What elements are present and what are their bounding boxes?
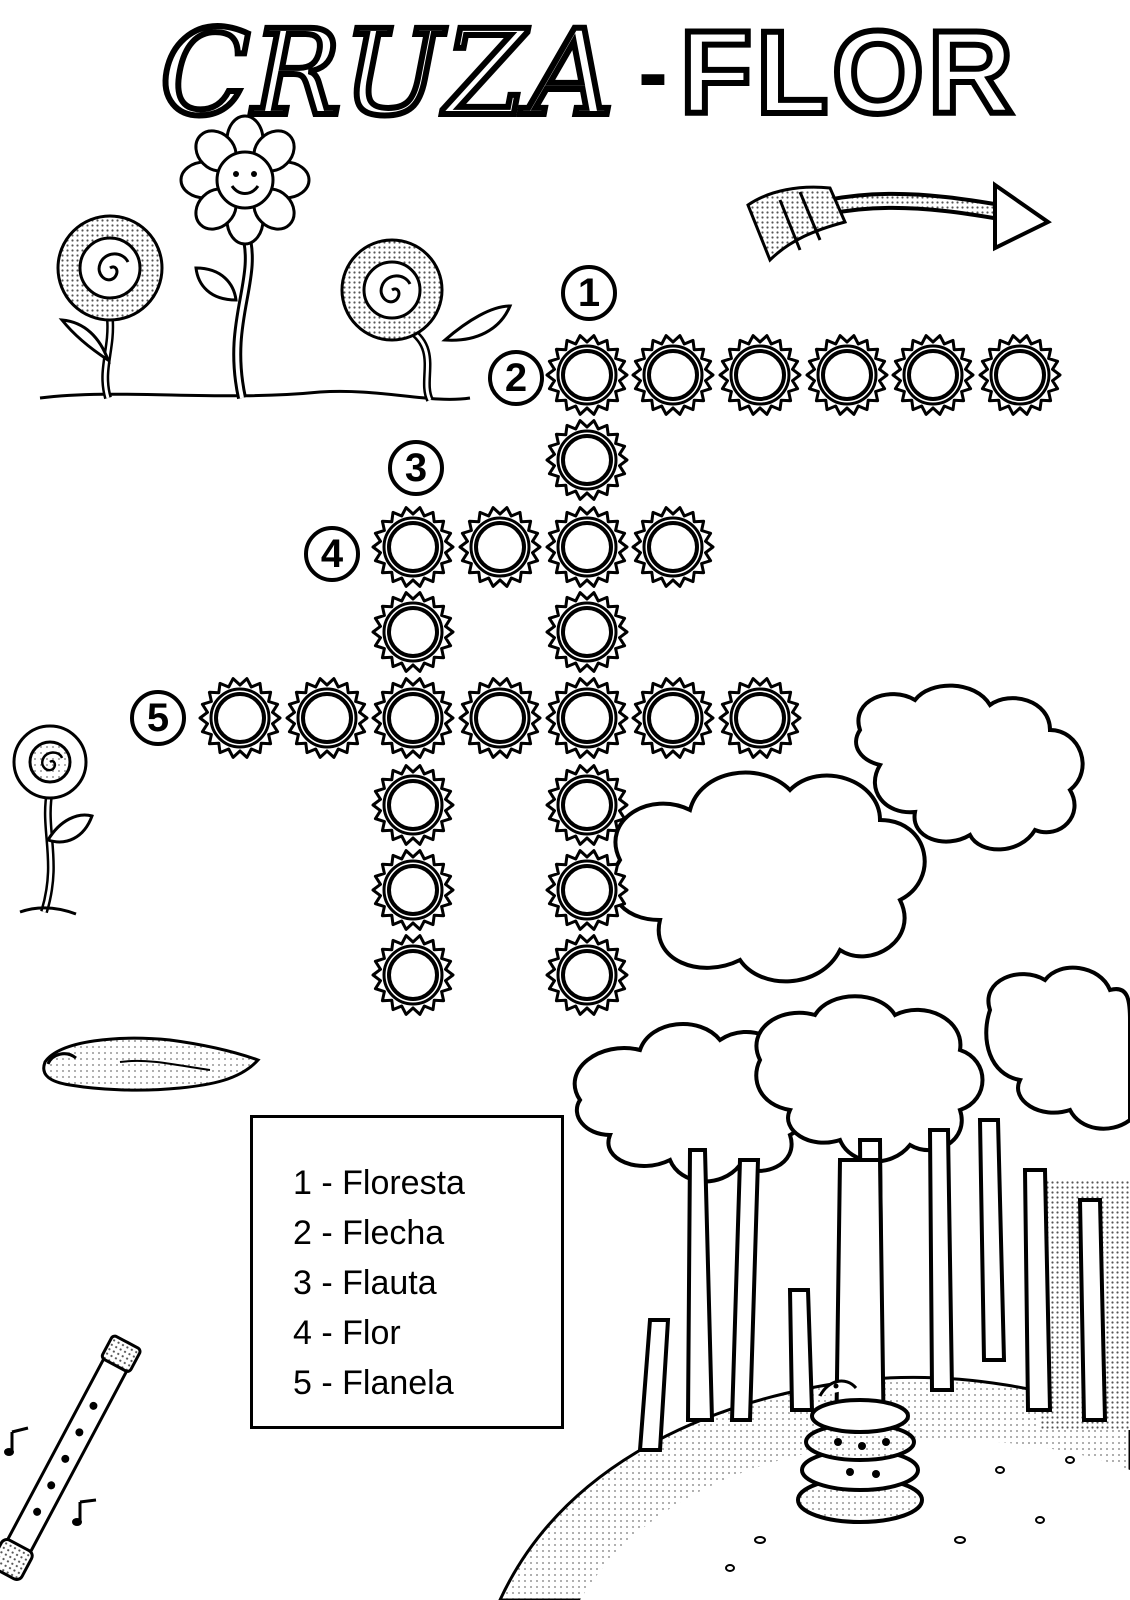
crossword-cell[interactable] xyxy=(545,506,629,588)
forest-icon xyxy=(498,683,1130,1600)
crossword-cell[interactable] xyxy=(198,677,282,759)
smiling-flower-icon xyxy=(179,114,311,400)
crossword-cell[interactable] xyxy=(458,506,542,588)
spiral-flower-icon xyxy=(56,214,164,400)
crossword-cell[interactable] xyxy=(545,764,629,846)
crossword-cell[interactable] xyxy=(545,334,629,416)
answer-item: 5 - Flanela xyxy=(293,1364,454,1402)
crossword-cell[interactable] xyxy=(631,334,715,416)
clue-number-3: 3 xyxy=(388,440,444,496)
clue-number-4: 4 xyxy=(304,526,360,582)
crossword-grid xyxy=(198,334,1062,1016)
snake-icon xyxy=(796,1379,924,1524)
crossword-cell[interactable] xyxy=(545,849,629,931)
crossword-cell[interactable] xyxy=(371,849,455,931)
title-dash: - xyxy=(638,23,668,123)
crossword-cell[interactable] xyxy=(631,677,715,759)
crossword-cell[interactable] xyxy=(718,677,802,759)
answer-item: 1 - Floresta xyxy=(293,1164,465,1202)
clue-number-2: 2 xyxy=(488,350,544,406)
page-title: CRUZA - FLOR xyxy=(157,4,1016,142)
crossword-cell[interactable] xyxy=(891,334,975,416)
crossword-cell[interactable] xyxy=(545,934,629,1016)
title-cruza: CRUZA xyxy=(157,4,617,142)
arrow-icon xyxy=(746,181,1052,263)
spiral-flower-icon xyxy=(12,724,94,916)
crossword-cell[interactable] xyxy=(718,334,802,416)
crossword-cell[interactable] xyxy=(371,934,455,1016)
spiral-flower-icon xyxy=(340,238,513,402)
answer-item: 2 - Flecha xyxy=(293,1214,445,1252)
flannel-cloth-icon xyxy=(42,1036,261,1092)
crossword-cell[interactable] xyxy=(371,677,455,759)
crossword-cell[interactable] xyxy=(371,591,455,673)
clue-number-5: 5 xyxy=(130,690,186,746)
clue-number-1: 1 xyxy=(561,265,617,321)
title-flor: FLOR xyxy=(677,5,1018,141)
answer-item: 3 - Flauta xyxy=(293,1264,437,1302)
crossword-cell[interactable] xyxy=(371,764,455,846)
answer-key-box: 1 - Floresta 2 - Flecha 3 - Flauta 4 - F… xyxy=(250,1115,564,1429)
crossword-cell[interactable] xyxy=(805,334,889,416)
crossword-cell[interactable] xyxy=(371,506,455,588)
crossword-cell[interactable] xyxy=(285,677,369,759)
answer-list: 1 - Floresta 2 - Flecha 3 - Flauta 4 - F… xyxy=(293,1158,465,1408)
crossword-cell[interactable] xyxy=(545,591,629,673)
music-note-icon xyxy=(72,1498,97,1526)
crossword-cell[interactable] xyxy=(545,677,629,759)
crossword-cell[interactable] xyxy=(978,334,1062,416)
answer-item: 4 - Flor xyxy=(293,1314,401,1352)
flute-icon xyxy=(0,1334,142,1581)
crossword-cell[interactable] xyxy=(545,419,629,501)
music-note-icon xyxy=(4,1426,29,1456)
crossword-cell[interactable] xyxy=(458,677,542,759)
crossword-cell[interactable] xyxy=(631,506,715,588)
